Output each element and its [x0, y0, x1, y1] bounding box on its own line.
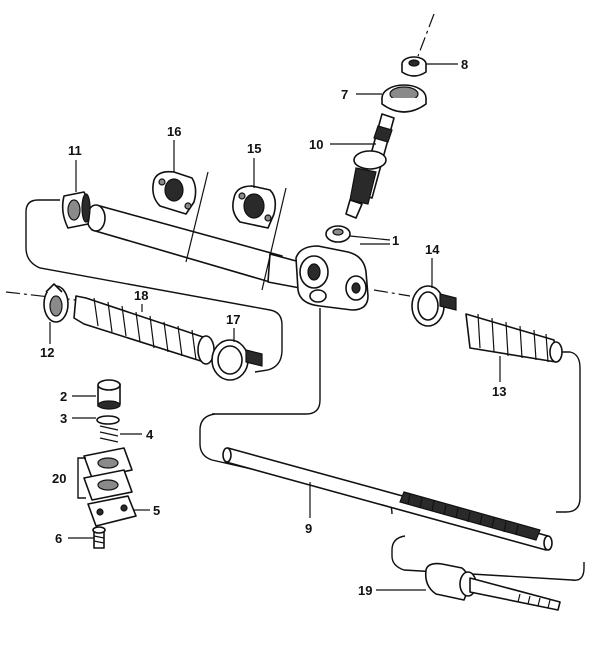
- part-12-clamp: [43, 283, 69, 323]
- callout-1: 1: [392, 233, 399, 248]
- assembly-bracket-tierod: [391, 535, 585, 581]
- part-17-clamp: [211, 339, 263, 381]
- leader-1: [349, 235, 391, 241]
- part-9-rack: [222, 447, 553, 551]
- part-1-seal: [325, 225, 351, 243]
- callout-13: 13: [492, 384, 506, 399]
- callout-18: 18: [134, 288, 148, 303]
- part-19-tierod: [424, 562, 561, 611]
- callout-8: 8: [461, 57, 468, 72]
- callout-9: 9: [305, 521, 312, 536]
- cut-line-right: [261, 187, 287, 291]
- assembly-bracket-right: [556, 351, 581, 513]
- callout-2: 2: [60, 389, 67, 404]
- steering-housing: [86, 204, 369, 311]
- part-4-spring: [99, 425, 119, 443]
- callout-11: 11: [68, 143, 82, 158]
- part-10-pinion-shaft: [345, 113, 395, 219]
- callout-16: 16: [167, 124, 181, 139]
- part-16-mount: [152, 170, 197, 215]
- part-5-cover: [87, 495, 137, 527]
- center-axis-pinion: [417, 13, 435, 57]
- part-6-bolt: [92, 526, 106, 549]
- callout-4: 4: [146, 427, 154, 442]
- part-13-boot: [465, 313, 563, 363]
- bracket-20: [77, 457, 86, 499]
- cut-line-left: [185, 171, 209, 263]
- callout-7: 7: [341, 87, 348, 102]
- callout-10: 10: [309, 137, 323, 152]
- assembly-bracket-housing: [25, 199, 283, 373]
- callout-14: 14: [425, 242, 440, 257]
- callout-3: 3: [60, 411, 67, 426]
- part-3-oring: [96, 415, 120, 425]
- callout-5: 5: [153, 503, 160, 518]
- part-15-mount: [232, 185, 277, 229]
- callout-12: 12: [40, 345, 54, 360]
- part-20-shims: [83, 447, 133, 501]
- part-14-clamp: [411, 285, 457, 327]
- callout-20: 20: [52, 471, 66, 486]
- callout-6: 6: [55, 531, 62, 546]
- part-7-bearing: [381, 84, 427, 113]
- part-18-boot: [73, 295, 215, 365]
- part-11-bushing: [61, 191, 91, 229]
- assembly-bracket-housing-right: [212, 308, 321, 415]
- callout-19: 19: [358, 583, 372, 598]
- part-8-nut: [401, 56, 427, 77]
- center-axis-right: [373, 289, 411, 297]
- part-2-plug: [97, 379, 121, 410]
- callout-17: 17: [226, 312, 240, 327]
- callout-15: 15: [247, 141, 261, 156]
